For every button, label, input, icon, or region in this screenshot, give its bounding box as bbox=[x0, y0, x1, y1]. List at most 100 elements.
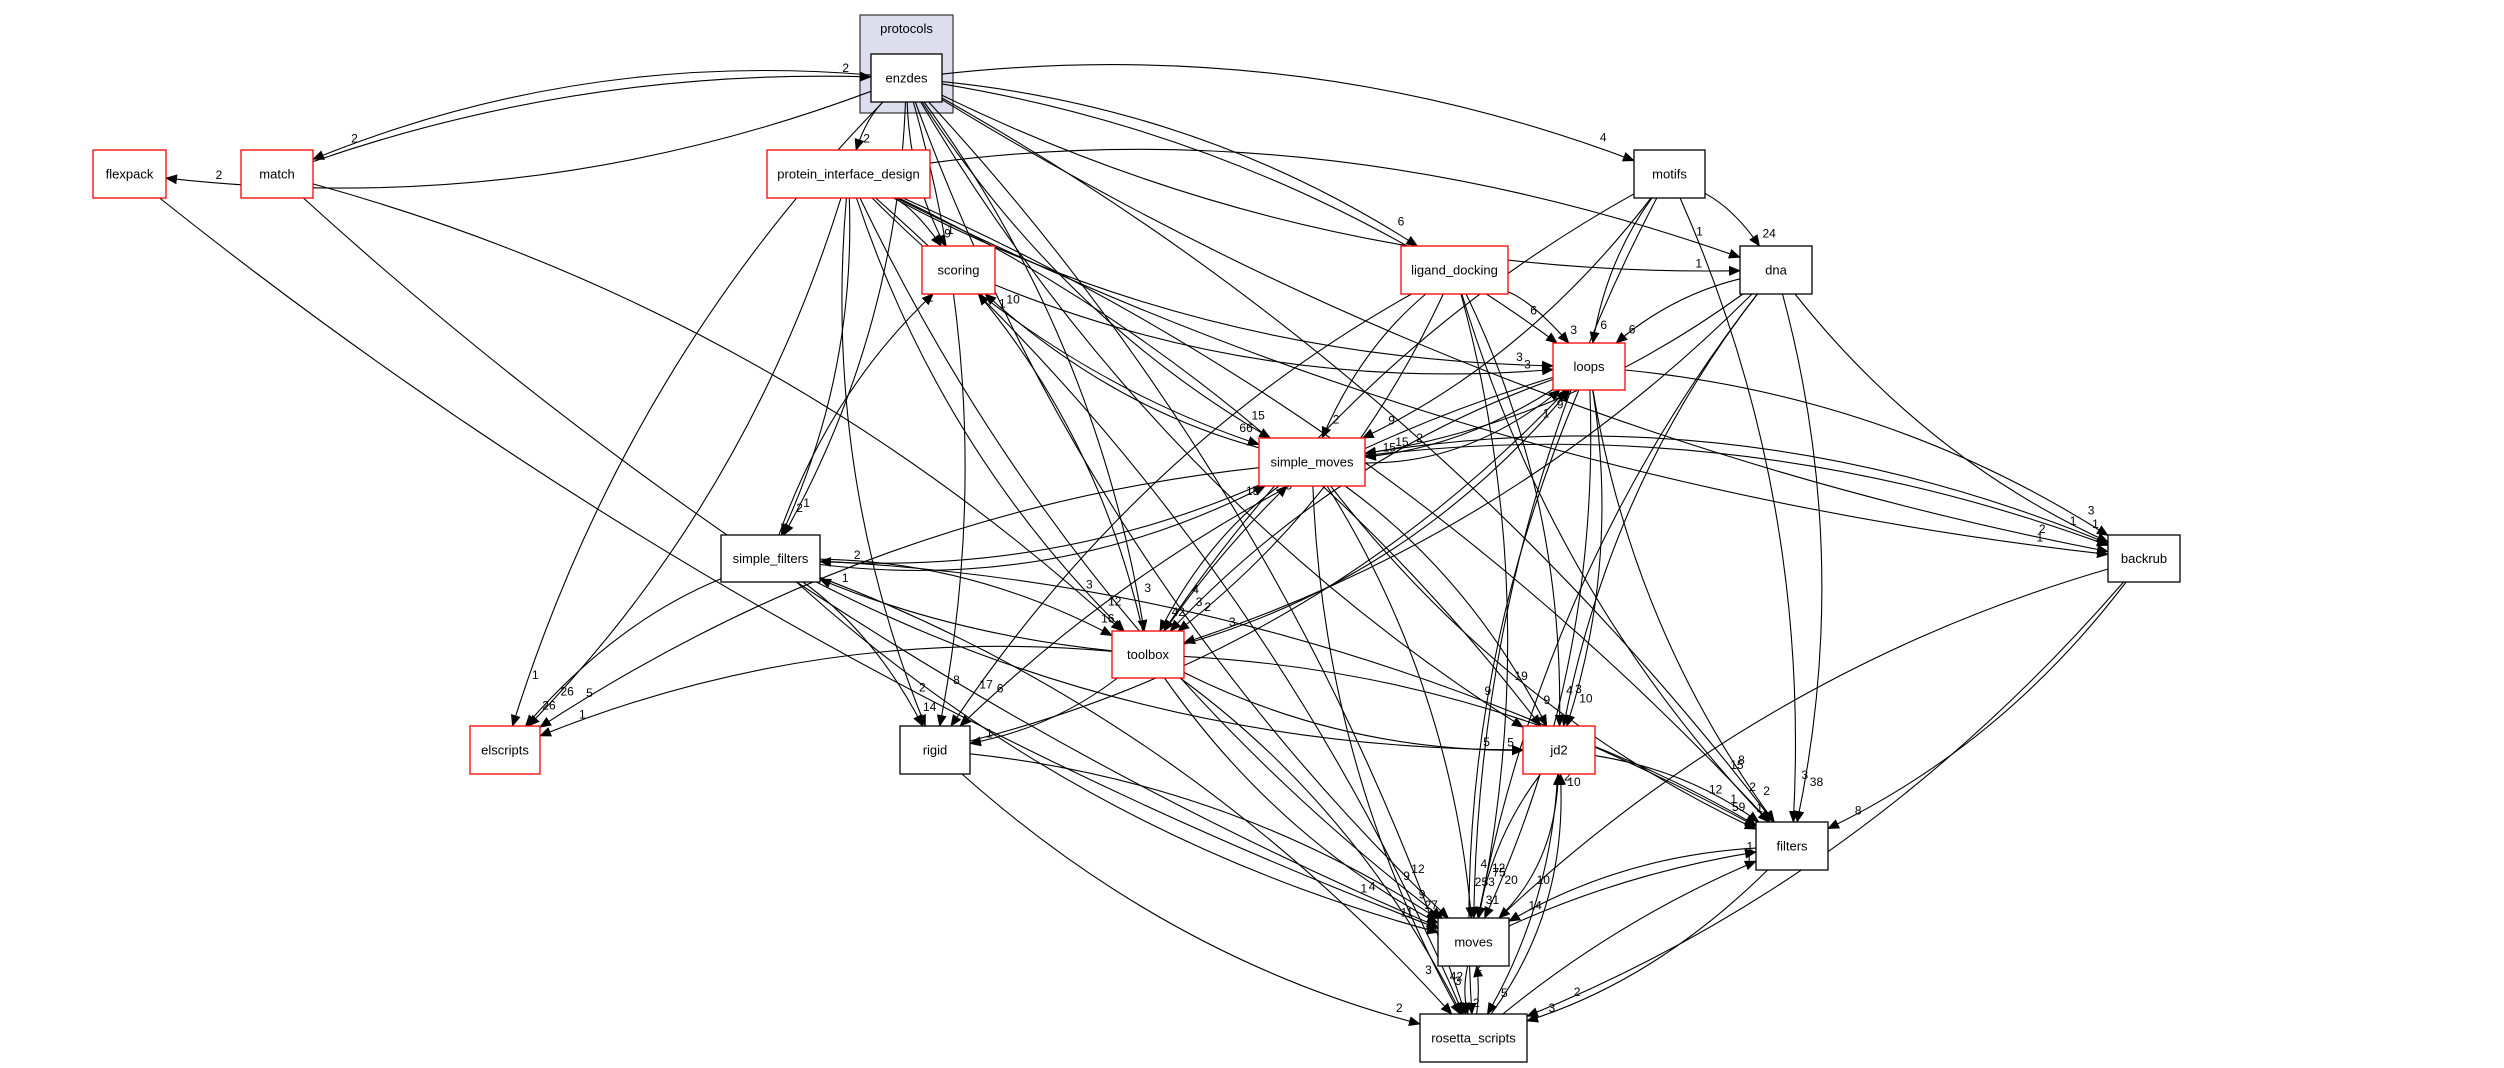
node-moves[interactable]: moves bbox=[1437, 917, 1510, 967]
edge-label-dna-to-loops[interactable]: 6 bbox=[1629, 322, 1636, 336]
node-dna[interactable]: dna bbox=[1739, 245, 1813, 295]
edge-match-to-moves[interactable] bbox=[303, 197, 1439, 928]
edge-label-rosetta_scripts-to-jd2[interactable]: 10 bbox=[1567, 775, 1581, 789]
edge-label-toolbox-to-simple_filters[interactable]: 1 bbox=[842, 571, 849, 585]
edge-simple_filters-to-simple_moves[interactable] bbox=[819, 485, 1266, 572]
edge-motifs-to-dna[interactable] bbox=[1704, 192, 1761, 247]
edge-label-jd2-to-rosetta_scripts[interactable]: 5 bbox=[1501, 986, 1508, 1000]
edge-label-protein_interface_design-to-elscripts[interactable]: 26 bbox=[561, 684, 575, 698]
node-box-motifs[interactable] bbox=[1633, 149, 1706, 199]
edge-label-enzdes-to-match[interactable]: 2 bbox=[351, 131, 358, 145]
edge-label-simple_filters-to-elscripts[interactable]: 26 bbox=[542, 699, 556, 713]
edge-rosetta_scripts-to-moves[interactable] bbox=[1473, 965, 1484, 1015]
edge-protein_interface_design-to-simple_moves[interactable] bbox=[871, 197, 1260, 446]
node-motifs[interactable]: motifs bbox=[1633, 149, 1706, 199]
edge-label-scoring-to-loops[interactable]: 3 bbox=[1524, 357, 1531, 371]
node-match[interactable]: match bbox=[240, 149, 314, 199]
edge-label-dna-to-moves[interactable]: 12 bbox=[1492, 861, 1506, 875]
edge-label-ligand_docking-to-filters[interactable]: 2 bbox=[1749, 780, 1756, 794]
edge-label-backrub-to-filters[interactable]: 8 bbox=[1855, 804, 1862, 818]
edge-dna-to-loops[interactable] bbox=[1615, 278, 1741, 344]
edge-label-enzdes-to-moves[interactable]: 12 bbox=[1411, 862, 1425, 876]
edge-ligand_docking-to-moves[interactable] bbox=[1460, 293, 1509, 919]
edge-toolbox-to-jd2[interactable] bbox=[1183, 672, 1524, 756]
node-box-filters[interactable] bbox=[1755, 821, 1829, 871]
edge-label-motifs-to-dna[interactable]: 24 bbox=[1763, 227, 1777, 241]
edge-enzdes-to-toolbox[interactable] bbox=[923, 101, 1148, 632]
edge-toolbox-to-simple_filters[interactable] bbox=[819, 578, 1113, 652]
edge-enzdes-to-motifs[interactable] bbox=[941, 64, 1635, 162]
edge-label-protein_interface_design-to-backrub[interactable]: 1 bbox=[2037, 531, 2044, 545]
node-box-simple_moves[interactable] bbox=[1258, 437, 1366, 487]
edge-label-enzdes-to-protein_interface_design[interactable]: 2 bbox=[863, 131, 870, 145]
edge-simple_moves-to-jd2[interactable] bbox=[1344, 485, 1548, 727]
edge-label-protein_interface_design-to-rigid[interactable]: 2 bbox=[919, 681, 926, 695]
edge-label-motifs-to-toolbox[interactable]: 4 bbox=[1192, 583, 1199, 597]
edge-label-simple_moves-to-rosetta_scripts[interactable]: 42 bbox=[1450, 970, 1464, 984]
edge-ligand_docking-to-simple_moves[interactable] bbox=[1321, 293, 1427, 439]
node-box-scoring[interactable] bbox=[921, 245, 996, 295]
edge-label-protein_interface_design-to-toolbox[interactable]: 12 bbox=[1108, 594, 1122, 608]
edge-label-motifs-to-filters[interactable]: 3 bbox=[1802, 768, 1809, 782]
edge-label-rigid-to-loops[interactable]: 1 bbox=[1543, 407, 1550, 421]
edge-label-simple_moves-to-jd2[interactable]: 9 bbox=[1544, 693, 1551, 707]
edge-label-loops-to-filters[interactable]: 2 bbox=[1763, 784, 1770, 798]
edge-label-simple_moves-to-toolbox[interactable]: 42 bbox=[1172, 605, 1186, 619]
edge-match-to-enzdes[interactable] bbox=[312, 71, 872, 163]
edge-simple_filters-to-moves[interactable] bbox=[796, 581, 1439, 935]
edge-label-moves-to-rosetta_scripts[interactable]: 2 bbox=[1473, 996, 1480, 1010]
edge-toolbox-to-filters[interactable] bbox=[1183, 655, 1757, 826]
edge-toolbox-to-rigid[interactable] bbox=[969, 677, 1118, 747]
node-filters[interactable]: filters bbox=[1755, 821, 1829, 871]
edge-protein_interface_design-to-simple_filters[interactable] bbox=[780, 197, 851, 536]
edge-label-motifs-to-moves[interactable]: 4 bbox=[1481, 857, 1488, 871]
edge-moves-to-rosetta_scripts[interactable] bbox=[1460, 965, 1471, 1015]
edge-label-enzdes-to-loops[interactable]: 6 bbox=[1530, 304, 1537, 318]
edge-motifs-to-simple_moves[interactable] bbox=[1361, 197, 1652, 439]
edge-label-enzdes-to-filters[interactable]: 8 bbox=[1738, 753, 1745, 767]
node-elscripts[interactable]: elscripts bbox=[469, 725, 541, 775]
edge-loops-to-toolbox[interactable] bbox=[1169, 378, 1554, 632]
edge-protein_interface_design-to-dna[interactable] bbox=[929, 148, 1741, 259]
edge-label-filters-to-moves[interactable]: 14 bbox=[1529, 898, 1543, 912]
edge-label-loops-to-moves[interactable]: 20 bbox=[1505, 873, 1519, 887]
edge-label-ligand_docking-to-jd2[interactable]: 4 bbox=[1566, 684, 1573, 698]
edge-label-simple_moves-to-moves[interactable]: 253 bbox=[1475, 875, 1495, 889]
edge-label-motifs-to-simple_moves[interactable]: 9 bbox=[1388, 414, 1395, 428]
node-box-simple_filters[interactable] bbox=[720, 534, 821, 583]
edge-label-protein_interface_design-to-filters[interactable]: 15 bbox=[1730, 758, 1744, 772]
edge-label-motifs-to-loops[interactable]: 6 bbox=[1600, 318, 1607, 332]
edge-enzdes-to-rosetta_scripts[interactable] bbox=[928, 101, 1467, 1015]
edge-simple_moves-to-scoring[interactable] bbox=[984, 293, 1260, 449]
edge-label-match-to-enzdes[interactable]: 2 bbox=[842, 61, 849, 75]
node-box-moves[interactable] bbox=[1437, 917, 1510, 967]
node-box-dna[interactable] bbox=[1739, 245, 1813, 295]
edge-protein_interface_design-to-loops[interactable] bbox=[893, 197, 1554, 371]
edge-label-protein_interface_design-to-simple_moves[interactable]: 66 bbox=[1239, 421, 1253, 435]
node-box-jd2[interactable] bbox=[1522, 725, 1596, 775]
edge-loops-to-rigid[interactable] bbox=[959, 376, 1554, 727]
edge-label-flexpack-to-moves[interactable]: 1 bbox=[1361, 882, 1368, 896]
edge-protein_interface_design-to-toolbox[interactable] bbox=[855, 197, 1125, 632]
edge-label-toolbox-to-scoring[interactable]: 1 bbox=[999, 297, 1006, 311]
edge-loops-to-filters[interactable] bbox=[1592, 389, 1775, 823]
edge-label-dna-to-jd2[interactable]: 3 bbox=[1575, 682, 1582, 696]
edge-label-moves-to-jd2[interactable]: 2 bbox=[1564, 770, 1571, 784]
edge-simple_filters-to-jd2[interactable] bbox=[816, 581, 1524, 755]
node-box-protein_interface_design[interactable] bbox=[766, 149, 931, 199]
edge-motifs-to-moves[interactable] bbox=[1468, 197, 1658, 919]
edge-label-loops-to-rigid[interactable]: 6 bbox=[997, 682, 1004, 696]
edge-protein_interface_design-to-elscripts[interactable] bbox=[527, 197, 842, 727]
edge-jd2-to-filters[interactable] bbox=[1594, 755, 1760, 823]
edge-simple_moves-to-elscripts[interactable] bbox=[539, 467, 1260, 728]
edge-label-ligand_docking-to-simple_moves[interactable]: 2 bbox=[1333, 412, 1340, 426]
edge-label-protein_interface_design-to-scoring[interactable]: 9 bbox=[944, 227, 951, 241]
edge-label-simple_filters-to-simple_moves[interactable]: 15 bbox=[1246, 484, 1260, 498]
edge-loops-to-backrub[interactable] bbox=[1624, 369, 2109, 537]
edge-label-loops-to-jd2[interactable]: 10 bbox=[1579, 691, 1593, 705]
edge-enzdes-to-rigid[interactable] bbox=[912, 101, 966, 727]
edge-backrub-to-filters[interactable] bbox=[1827, 581, 2127, 830]
edge-backrub-to-simple_moves[interactable] bbox=[1364, 435, 2109, 545]
edge-label-enzdes-to-backrub[interactable]: 2 bbox=[2039, 522, 2046, 536]
edge-label-toolbox-to-rosetta_scripts[interactable]: 3 bbox=[1455, 974, 1462, 988]
